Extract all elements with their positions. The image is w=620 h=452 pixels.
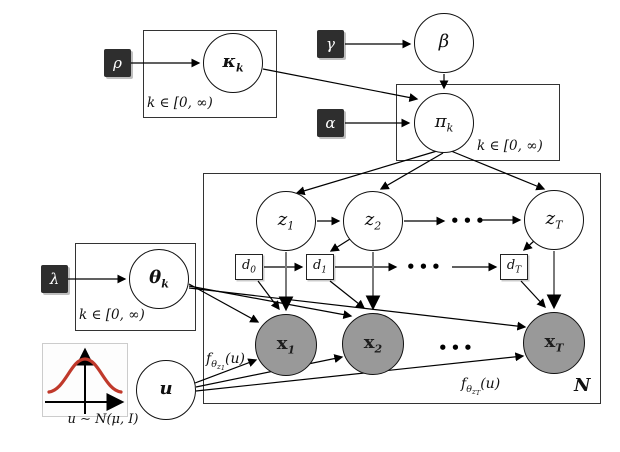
zT-node-label: zT: [545, 207, 563, 232]
xT-node-label: xT: [544, 330, 564, 355]
beta-node: β: [414, 13, 474, 73]
d0-label: d0: [241, 257, 257, 276]
theta-plate-label: k ∈ [0, ∞): [79, 307, 145, 323]
x2-node: x2: [342, 313, 404, 375]
d1-label: d1: [312, 257, 328, 276]
edge-kappa-pi: [262, 68, 419, 102]
emission-fn-label-x1: fθz1(u): [206, 351, 245, 372]
lambda-param-box: λ: [41, 265, 68, 293]
alpha-param-box: α: [317, 109, 344, 137]
z2-node: z2: [343, 191, 403, 251]
alpha-label: α: [325, 113, 336, 132]
gaussian-prior-inset: [42, 343, 128, 417]
z2-node-label: z2: [364, 208, 382, 233]
pi-plate-label: k ∈ [0, ∞): [477, 138, 543, 154]
lambda-label: λ: [49, 269, 60, 288]
theta-node-label: θk: [149, 266, 169, 291]
u-node: u: [136, 360, 196, 420]
theta-node: θk: [129, 249, 189, 309]
rho-param-box: ρ: [104, 49, 131, 77]
dT-label: dT: [506, 257, 522, 276]
z1-node: z1: [256, 191, 316, 251]
kappa-node-label: κk: [222, 50, 244, 75]
kappa-plate-label: k ∈ [0, ∞): [147, 95, 213, 111]
beta-node-label: β: [438, 30, 450, 52]
x2-node-label: x2: [363, 331, 383, 356]
pi-node-label: πk: [434, 110, 454, 135]
d0-box: d0: [235, 254, 263, 280]
gamma-param-box: γ: [317, 30, 344, 58]
kappa-node: κk: [203, 33, 263, 93]
gaussian-curve-icon: [45, 347, 125, 414]
xT-node: xT: [523, 312, 585, 374]
x1-node: x1: [255, 314, 317, 376]
x1-node-label: x1: [276, 332, 296, 357]
dT-box: dT: [500, 254, 528, 280]
sequence-plate-label: N: [574, 375, 591, 396]
pi-node: πk: [414, 93, 474, 153]
d1-box: d1: [306, 254, 334, 280]
gaussian-prior-caption: u ∼ N(μ, I): [67, 412, 139, 427]
u-node-label: u: [159, 377, 173, 399]
d-row-ellipsis: •••: [406, 258, 444, 276]
gamma-label: γ: [326, 34, 335, 53]
x-row-ellipsis: •••: [438, 339, 476, 357]
rho-label: ρ: [113, 53, 122, 72]
zT-node: zT: [524, 190, 584, 250]
emission-fn-label-xT: fθzT(u): [461, 376, 501, 397]
z1-node-label: z1: [277, 208, 295, 233]
z-row-ellipsis: •••: [450, 212, 488, 230]
